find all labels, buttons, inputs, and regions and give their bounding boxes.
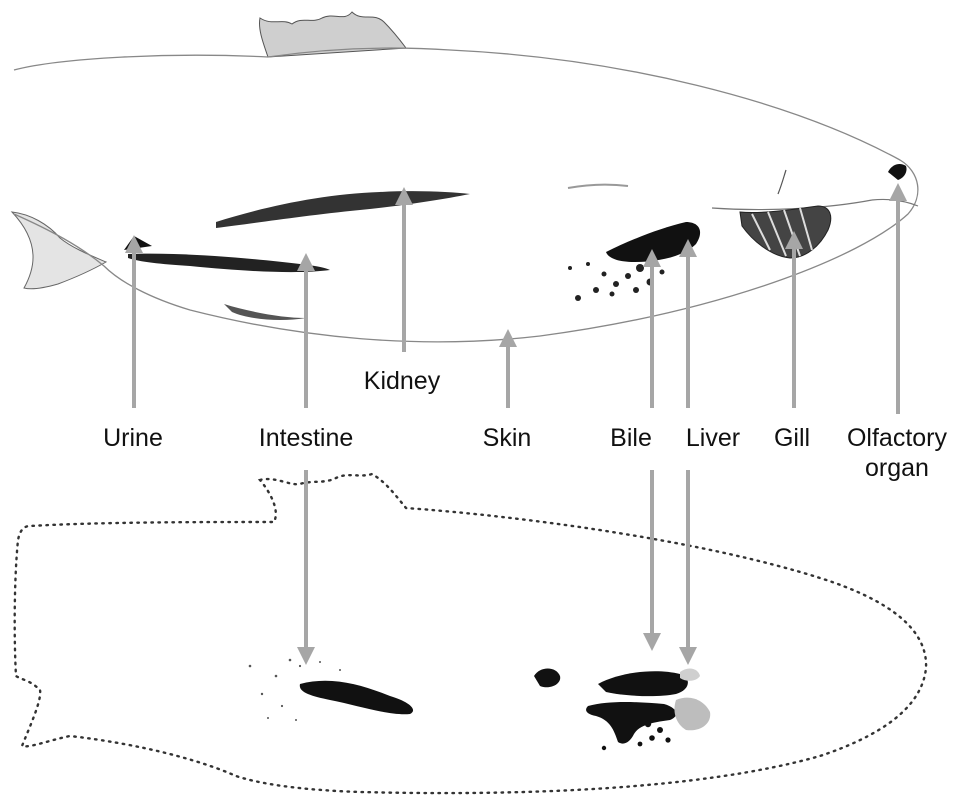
intestine-tissue [128, 254, 330, 272]
autoradiograph-section [15, 474, 926, 793]
label-bile: Bile [610, 423, 652, 453]
liver-signal [586, 702, 676, 744]
fish-body-outline [14, 48, 918, 342]
tail-fin [12, 212, 106, 289]
liver-tissue [606, 222, 700, 262]
label-gill: Gill [774, 423, 810, 453]
label-olfactory-organ: Olfactory organ [847, 423, 947, 483]
label-olfactory-line2: organ [847, 453, 947, 483]
urine-tissue [124, 236, 152, 250]
label-olfactory-line1: Olfactory [847, 423, 947, 453]
olfactory-tissue [888, 164, 907, 180]
label-skin: Skin [483, 423, 532, 453]
label-liver: Liver [686, 423, 740, 453]
gill-tissue [740, 170, 831, 258]
bile-signal [598, 671, 688, 696]
dotted-fish-outline [15, 474, 926, 793]
fish-section-image [12, 12, 918, 342]
label-intestine: Intestine [259, 423, 354, 453]
intestine-signal [300, 681, 413, 714]
label-kidney: Kidney [364, 366, 440, 396]
kidney-tissue [216, 191, 470, 228]
label-urine: Urine [103, 423, 163, 453]
